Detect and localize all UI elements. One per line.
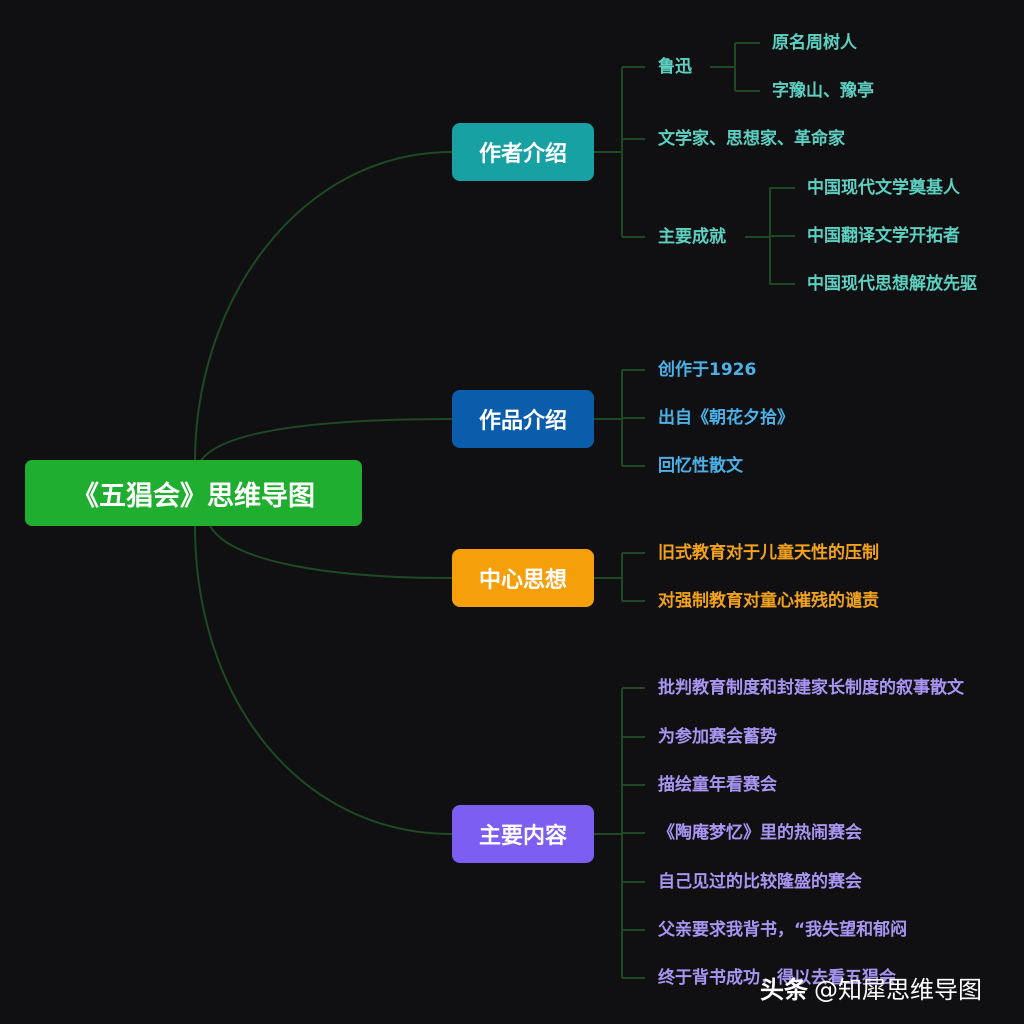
leaf-achievement-2[interactable]: 中国翻译文学开拓者	[807, 226, 960, 246]
branch-main-content[interactable]: 主要内容	[452, 805, 594, 863]
leaf-content-1[interactable]: 批判教育制度和封建家长制度的叙事散文	[658, 678, 964, 698]
edge-root-content	[194, 525, 453, 835]
edge-root-theme	[209, 525, 453, 579]
leaf-achievement-1[interactable]: 中国现代文学奠基人	[807, 178, 960, 198]
leaf-roles[interactable]: 文学家、思想家、革命家	[658, 129, 845, 149]
leaf-content-2[interactable]: 为参加赛会蓄势	[658, 727, 777, 747]
leaf-source-book[interactable]: 出自《朝花夕拾》	[658, 408, 794, 428]
leaf-created-1926[interactable]: 创作于1926	[658, 360, 757, 380]
leaf-theme-1[interactable]: 旧式教育对于儿童天性的压制	[658, 543, 879, 563]
leaf-content-5[interactable]: 自己见过的比较隆盛的赛会	[658, 872, 862, 892]
leaf-content-7[interactable]: 终于背书成功，得以去看五猖会	[658, 968, 896, 988]
leaf-content-4[interactable]: 《陶庵梦忆》里的热闹赛会	[658, 823, 862, 843]
edge-root-author	[194, 151, 453, 463]
watermark-brand: 头条	[760, 976, 808, 1004]
leaf-original-name[interactable]: 原名周树人	[772, 33, 857, 53]
root-node[interactable]: 《五猖会》思维导图	[25, 460, 362, 526]
leaf-genre[interactable]: 回忆性散文	[658, 456, 743, 476]
branch-author-intro[interactable]: 作者介绍	[452, 123, 594, 181]
leaf-theme-2[interactable]: 对强制教育对童心摧残的谴责	[658, 591, 879, 611]
watermark: 头条@知犀思维导图	[760, 970, 982, 1005]
leaf-achievement-3[interactable]: 中国现代思想解放先驱	[807, 274, 977, 294]
branch-work-intro[interactable]: 作品介绍	[452, 390, 594, 448]
leaf-content-6[interactable]: 父亲要求我背书，“我失望和郁闷	[658, 920, 908, 940]
leaf-courtesy-name[interactable]: 字豫山、豫亭	[772, 81, 874, 101]
branch-central-idea[interactable]: 中心思想	[452, 549, 594, 607]
edge-root-work	[199, 418, 453, 463]
watermark-account: @知犀思维导图	[814, 976, 982, 1004]
leaf-achievements[interactable]: 主要成就	[658, 227, 726, 247]
leaf-luxun[interactable]: 鲁迅	[658, 57, 692, 77]
leaf-content-3[interactable]: 描绘童年看赛会	[658, 775, 777, 795]
